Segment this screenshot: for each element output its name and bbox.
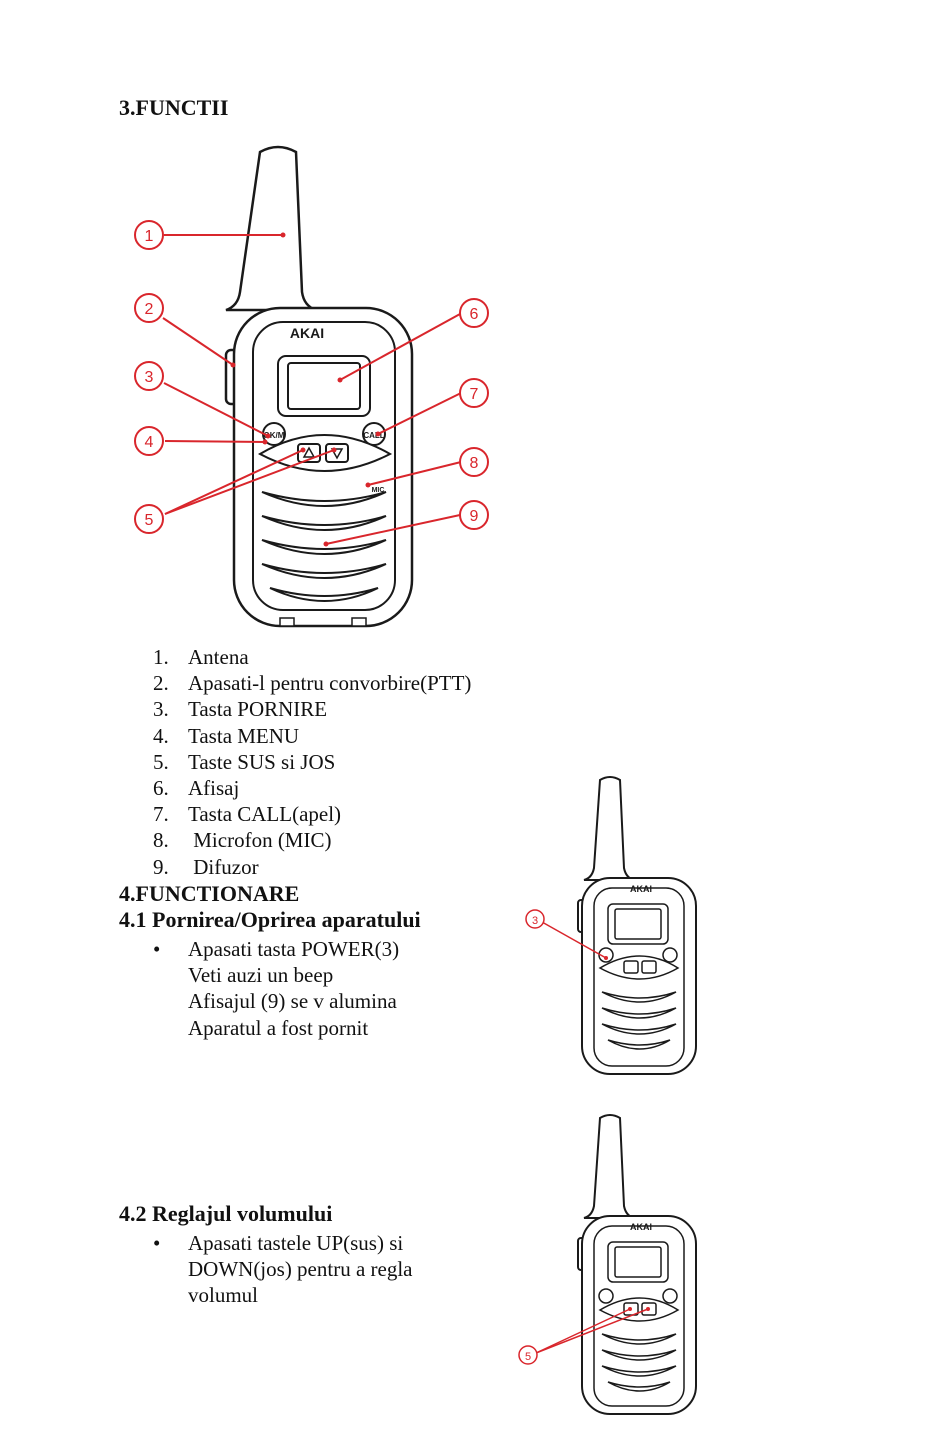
- instruction-line: Veti auzi un beep: [188, 963, 334, 988]
- walkie-talkie-diagram: AKAI OK/M CALL MIC 1 2 3 4 5: [134, 145, 489, 628]
- svg-text:5: 5: [525, 1351, 531, 1363]
- callout-5: [134, 504, 164, 534]
- instruction-line: Apasati tastele UP(sus) si: [188, 1231, 404, 1255]
- callout-4: [134, 426, 164, 456]
- callout-3: [134, 361, 164, 391]
- mic-label: MIC: [372, 487, 385, 494]
- list-item: 2.Apasati-l pentru convorbire(PTT): [153, 671, 472, 696]
- svg-text:9: 9: [470, 508, 479, 525]
- svg-text:1: 1: [145, 228, 154, 245]
- volume-diagram: AKAI 5: [518, 1114, 697, 1415]
- instruction-line: Aparatul a fost pornit: [188, 1015, 369, 1040]
- callout-5-small: [518, 1345, 538, 1365]
- display-screen: [287, 362, 361, 410]
- callout-2: [134, 293, 164, 323]
- svg-text:5: 5: [145, 512, 154, 529]
- section-4-1-title: 4.1 Pornirea/Oprirea aparatului: [119, 907, 421, 932]
- section-4-2-title: 4.2 Reglajul volumului: [119, 1201, 333, 1226]
- list-item: 8. Microfon (MIC): [153, 828, 332, 853]
- list-item: 4.Tasta MENU: [153, 723, 300, 748]
- instruction-line: volumul: [188, 1283, 259, 1308]
- callout-9: [459, 500, 489, 530]
- section-3-title: 3.FUNCTII: [119, 95, 229, 120]
- callout-8: [459, 447, 489, 477]
- antenna-shape: [225, 145, 317, 312]
- call-label: CALL: [363, 431, 384, 440]
- svg-text:2: 2: [145, 301, 154, 318]
- list-item: 7.Tasta CALL(apel): [153, 802, 342, 827]
- svg-text:3: 3: [145, 369, 154, 386]
- callout-1: [134, 220, 164, 250]
- power-diagram: AKAI 3: [525, 776, 697, 1075]
- list-item: 6.Afisaj: [153, 776, 240, 801]
- instruction-line: Apasati tasta POWER(3): [188, 937, 400, 961]
- svg-text:7: 7: [470, 386, 479, 403]
- callout-7: [459, 378, 489, 408]
- instruction-line: DOWN(jos) pentru a regla: [188, 1257, 413, 1282]
- list-item: 5.Taste SUS si JOS: [153, 749, 336, 774]
- functions-list: 1.Antena 2.Apasati-l pentru convorbire(P…: [153, 644, 471, 880]
- svg-text:6: 6: [470, 306, 479, 323]
- svg-text:4: 4: [145, 434, 154, 451]
- list-item: 9. Difuzor: [153, 854, 259, 879]
- section-4-title: 4.FUNCTIONARE: [119, 881, 300, 906]
- callout-3-small: [525, 909, 545, 929]
- bullet: •: [153, 1231, 161, 1255]
- bullet: •: [153, 937, 161, 961]
- list-item: 3.Tasta PORNIRE: [153, 697, 328, 722]
- svg-text:8: 8: [470, 455, 479, 472]
- list-item: 1.Antena: [153, 645, 249, 669]
- svg-text:AKAI: AKAI: [630, 1222, 652, 1232]
- svg-text:3: 3: [532, 915, 538, 927]
- svg-text:AKAI: AKAI: [630, 884, 652, 894]
- instruction-line: Afisajul (9) se v alumina: [188, 989, 397, 1014]
- ok-label: OK/M: [264, 431, 285, 440]
- brand-label: AKAI: [290, 325, 324, 341]
- callout-6: [459, 298, 489, 328]
